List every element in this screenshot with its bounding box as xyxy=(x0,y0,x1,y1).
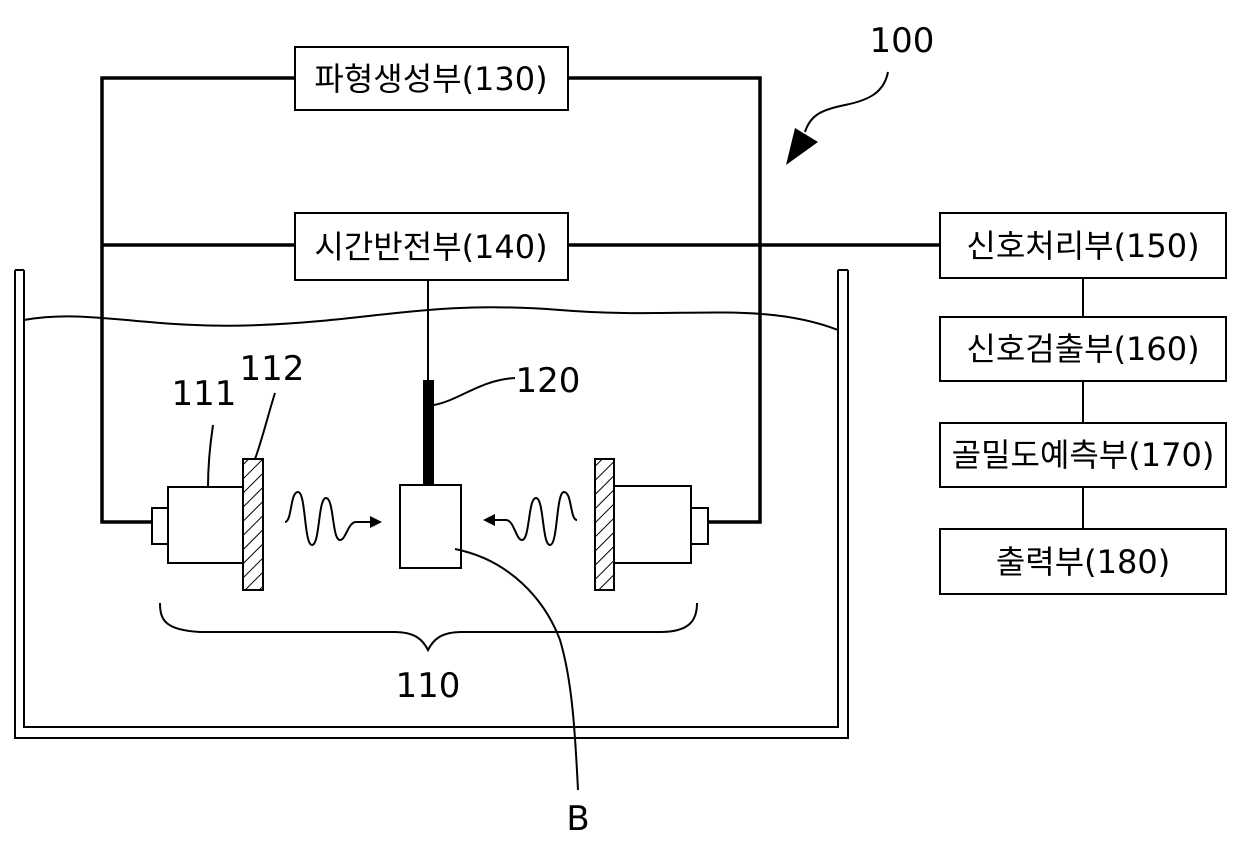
bone-density-label: 골밀도예측부(170) xyxy=(952,436,1215,474)
signal-processing-label: 신호처리부(150) xyxy=(966,227,1199,265)
time-reversal-block: 시간반전부(140) xyxy=(295,213,568,280)
left-ultrasound-wave xyxy=(285,492,382,545)
bone-sample-label: B xyxy=(566,799,589,839)
system-arrowhead xyxy=(786,128,818,165)
hydrophone-number-label: 120 xyxy=(516,361,581,401)
system-number-label: 100 xyxy=(870,21,935,61)
waveform-generator-label: 파형생성부(130) xyxy=(314,60,547,98)
signal-detection-label: 신호검출부(160) xyxy=(966,330,1199,368)
right-matching-plate xyxy=(595,459,614,590)
leader-lines xyxy=(160,72,888,790)
right-transducer xyxy=(614,486,708,563)
transducer-pair-number-label: 110 xyxy=(396,666,461,706)
output-block: 출력부(180) xyxy=(940,529,1226,594)
transducer-number-label: 111 xyxy=(172,374,237,414)
bone-density-block: 골밀도예측부(170) xyxy=(940,423,1226,487)
output-label: 출력부(180) xyxy=(996,543,1170,581)
right-ultrasound-wave xyxy=(483,492,577,545)
hydrophone xyxy=(423,380,434,485)
bone-sample xyxy=(400,485,461,568)
time-reversal-label: 시간반전부(140) xyxy=(314,228,547,266)
plate-number-label: 112 xyxy=(240,349,305,389)
waveform-generator-block: 파형생성부(130) xyxy=(295,47,568,110)
left-transducer xyxy=(152,487,243,563)
water-surface xyxy=(24,307,838,330)
signal-detection-block: 신호검출부(160) xyxy=(940,317,1226,381)
left-matching-plate xyxy=(243,459,263,590)
signal-processing-block: 신호처리부(150) xyxy=(940,213,1226,278)
